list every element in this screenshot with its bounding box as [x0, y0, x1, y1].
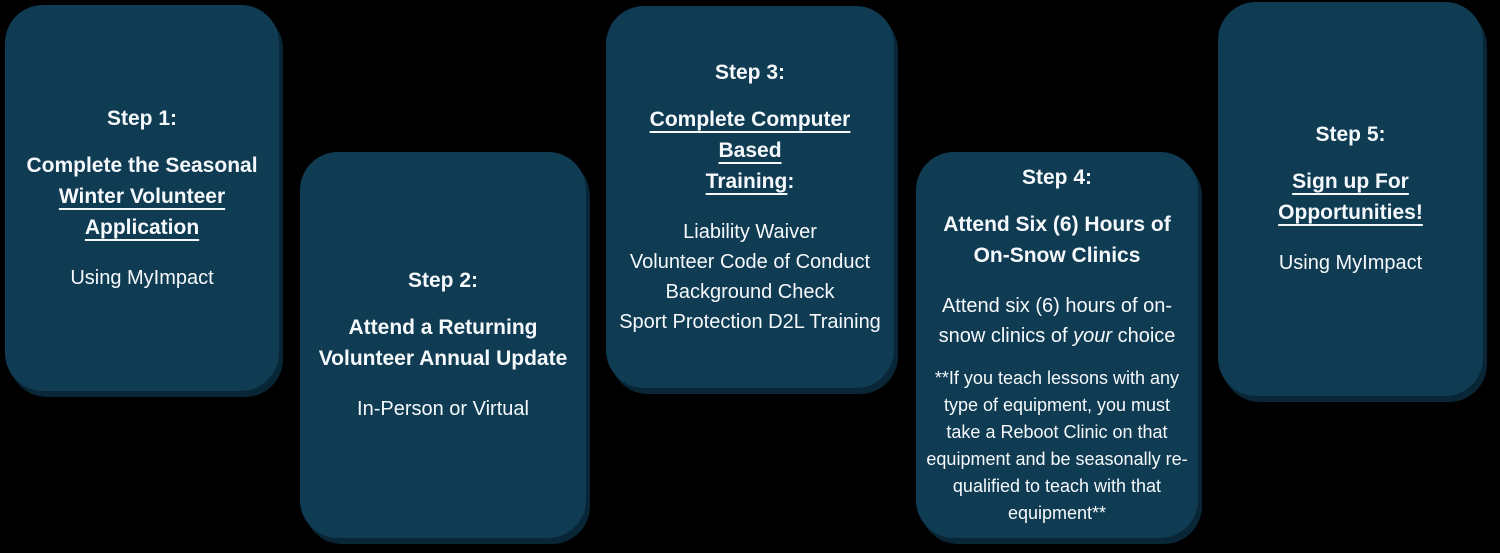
step-1-heading: Complete the Seasonal Winter Volunteer A… — [26, 150, 257, 243]
step-4-heading-line-2: On-Snow Clinics — [973, 244, 1141, 267]
winter-volunteer-application-link-line-2[interactable]: Application — [84, 215, 200, 239]
step-2-detail: In-Person or Virtual — [357, 398, 529, 420]
step-5-label: Step 5: — [1315, 123, 1386, 146]
step-2-card: Step 2: Attend a Returning Volunteer Ann… — [300, 152, 586, 538]
step-2-heading-line-2: Volunteer Annual Update — [318, 347, 568, 370]
step-2-heading: Attend a Returning Volunteer Annual Upda… — [319, 312, 568, 374]
step-5-card: Step 5: Sign up For Opportunities! Using… — [1218, 2, 1483, 396]
step-2-label: Step 2: — [407, 269, 478, 292]
step-4-heading: Attend Six (6) Hours of On-Snow Clinics — [943, 209, 1171, 271]
step-4-label: Step 4: — [1021, 166, 1092, 189]
step-5-heading: Sign up For Opportunities! — [1278, 166, 1423, 228]
training-item-background-check: Background Check — [665, 280, 835, 303]
step-1-heading-text: Complete the Seasonal — [26, 153, 258, 177]
step-4-heading-line-1: Attend Six (6) Hours of — [943, 213, 1171, 236]
step-5-detail: Using MyImpact — [1278, 252, 1423, 274]
step-3-heading: Complete Computer Based Training: — [616, 104, 884, 197]
computer-based-training-link-line-2[interactable]: Training: — [616, 166, 884, 197]
sign-up-opportunities-link-line-2[interactable]: Opportunities! — [1278, 201, 1423, 224]
training-item-sport-protection: Sport Protection D2L Training — [619, 310, 881, 333]
step-4-card: Step 4: Attend Six (6) Hours of On-Snow … — [916, 152, 1198, 538]
step-4-reboot-note: **If you teach lessons with any type of … — [926, 368, 1188, 523]
step-4-detail-post: choice — [1112, 325, 1176, 347]
step-3-training-list: Liability Waiver Volunteer Code of Condu… — [619, 217, 881, 337]
step-1-detail: Using MyImpact — [70, 266, 214, 289]
training-item-code-of-conduct: Volunteer Code of Conduct — [629, 250, 871, 273]
step-1-label: Step 1: — [106, 106, 177, 130]
step-4-detail: Attend six (6) hours of on-snow clinics … — [926, 291, 1188, 351]
step-3-card: Step 3: Complete Computer Based Training… — [606, 6, 894, 388]
step-1-card: Step 1: Complete the Seasonal Winter Vol… — [5, 5, 279, 391]
computer-based-training-link-word[interactable]: Training — [705, 169, 788, 193]
winter-volunteer-application-link-line-1[interactable]: Winter Volunteer — [58, 184, 226, 208]
step-4-detail-emphasis: your — [1073, 325, 1113, 347]
step-3-label: Step 3: — [714, 60, 785, 84]
sign-up-opportunities-link-line-1[interactable]: Sign up For — [1292, 170, 1409, 193]
computer-based-training-link-line-1[interactable]: Complete Computer Based — [649, 107, 851, 162]
heading-colon: : — [787, 169, 795, 193]
training-item-liability-waiver: Liability Waiver — [683, 220, 817, 243]
step-4-detail-pre: Attend six (6) hours of on-snow clinics … — [938, 295, 1173, 347]
step-2-heading-line-1: Attend a Returning — [348, 316, 538, 339]
